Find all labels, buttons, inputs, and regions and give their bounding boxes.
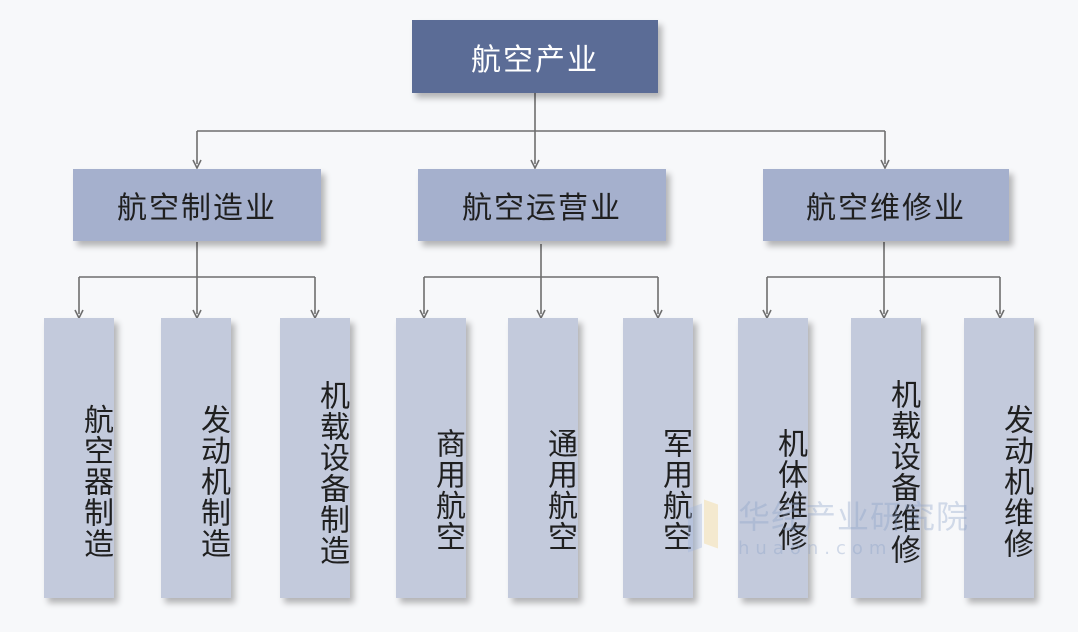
leaf-label: 机载设备维修 <box>885 379 920 565</box>
leaf-airframe-maintenance: 机体维修 <box>738 318 808 598</box>
branch-label: 航空维修业 <box>806 191 966 226</box>
leaf-commercial-aviation: 商用航空 <box>396 318 466 598</box>
leaf-airborne-equipment-maintenance: 机载设备维修 <box>851 318 921 598</box>
branch-manufacturing: 航空制造业 <box>73 169 321 241</box>
branch-maintenance: 航空维修业 <box>763 169 1009 241</box>
branch-label: 航空制造业 <box>117 191 277 226</box>
branch-operation: 航空运营业 <box>418 169 666 241</box>
leaf-airborne-equipment-manufacturing: 机载设备制造 <box>280 318 350 598</box>
leaf-general-aviation: 通用航空 <box>508 318 578 598</box>
leaf-label: 军用航空 <box>657 428 692 552</box>
root-label: 航空产业 <box>471 42 599 78</box>
leaf-aircraft-manufacturing: 航空器制造 <box>44 318 114 598</box>
leaf-label: 通用航空 <box>542 428 577 552</box>
root-node: 航空产业 <box>412 20 658 93</box>
leaf-label: 发动机维修 <box>998 403 1033 559</box>
leaf-label: 发动机制造 <box>195 403 230 559</box>
leaf-label: 商用航空 <box>430 428 465 552</box>
leaf-military-aviation: 军用航空 <box>623 318 693 598</box>
leaf-engine-maintenance: 发动机维修 <box>964 318 1034 598</box>
branch-label: 航空运营业 <box>462 191 622 226</box>
leaf-label: 航空器制造 <box>78 403 113 559</box>
leaf-label: 机体维修 <box>772 428 807 552</box>
leaf-engine-manufacturing: 发动机制造 <box>161 318 231 598</box>
leaf-label: 机载设备制造 <box>314 380 349 566</box>
